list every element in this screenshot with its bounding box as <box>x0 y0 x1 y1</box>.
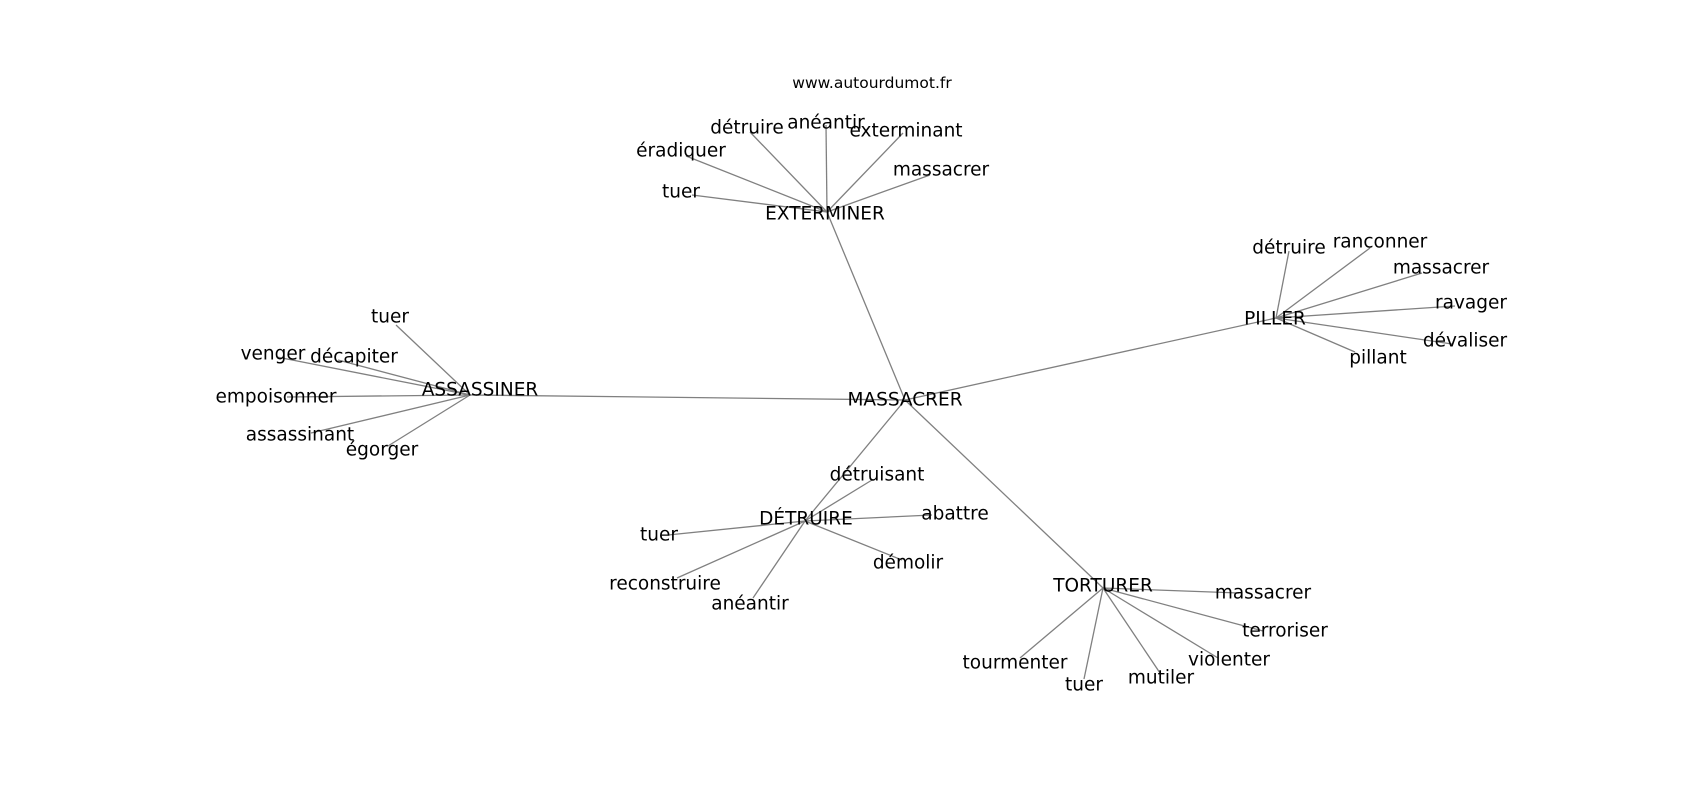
leaf-word[interactable]: détruisant <box>830 465 925 486</box>
hub-word[interactable]: EXTERMINER <box>765 204 885 225</box>
leaf-edge <box>1102 587 1240 594</box>
leaf-edge <box>1275 250 1290 319</box>
leaf-edge <box>667 520 806 536</box>
leaf-edge <box>1102 587 1219 659</box>
leaf-word[interactable]: assassinant <box>246 425 354 446</box>
leaf-word[interactable]: empoisonner <box>216 387 337 408</box>
hub-word[interactable]: TORTURER <box>1052 576 1153 597</box>
center-edge <box>826 211 906 401</box>
leaf-word[interactable]: tourmenter <box>963 653 1068 674</box>
leaf-word[interactable]: ravager <box>1435 293 1507 314</box>
leaf-edge <box>749 131 828 213</box>
leaf-edge <box>276 356 471 396</box>
leaf-edge <box>826 132 904 213</box>
leaf-word[interactable]: pillant <box>1349 348 1406 369</box>
graph-labels: www.autourdumot.fr MASSACRER EXTERMINER d… <box>216 74 1508 696</box>
leaf-edge <box>286 394 471 398</box>
hub-word[interactable]: ASSASSINER <box>422 380 539 401</box>
leaf-edge <box>1019 587 1104 659</box>
leaf-edge <box>1275 272 1423 319</box>
leaf-edge <box>395 324 471 396</box>
center-edge <box>904 317 1277 401</box>
leaf-word[interactable]: violenter <box>1188 650 1270 671</box>
leaf-edge <box>1275 305 1456 319</box>
leaf-word[interactable]: ranconner <box>1333 232 1428 253</box>
leaf-word[interactable]: massacrer <box>893 160 990 181</box>
leaf-word[interactable]: détruire <box>710 118 783 139</box>
leaf-word[interactable]: dévaliser <box>1423 331 1508 352</box>
leaf-edge <box>685 155 828 213</box>
leaf-word[interactable]: tuer <box>1065 675 1103 696</box>
leaf-edge <box>1275 317 1453 345</box>
leaf-edge <box>387 394 471 447</box>
leaf-edge <box>826 174 931 213</box>
leaf-word[interactable]: massacrer <box>1215 583 1312 604</box>
site-credit: www.autourdumot.fr <box>792 74 952 92</box>
leaf-word[interactable]: détruire <box>1252 238 1325 259</box>
leaf-word[interactable]: tuer <box>640 525 678 546</box>
leaf-word[interactable]: terroriser <box>1242 621 1328 642</box>
leaf-edge <box>752 520 806 599</box>
leaf-word[interactable]: anéantir <box>787 113 865 134</box>
leaf-word[interactable]: tuer <box>371 307 409 328</box>
leaf-edge <box>676 520 806 579</box>
center-edge <box>904 399 1104 589</box>
leaf-edge <box>804 479 873 522</box>
leaf-edge <box>1275 247 1371 319</box>
leaf-word[interactable]: exterminant <box>849 121 962 142</box>
leaf-word[interactable]: anéantir <box>711 594 789 615</box>
leaf-word[interactable]: venger <box>241 344 306 365</box>
leaf-edge <box>1102 587 1161 674</box>
leaf-edge <box>804 514 933 522</box>
leaf-word[interactable]: égorger <box>346 440 419 461</box>
leaf-edge <box>691 194 828 213</box>
leaf-edge <box>1083 587 1104 680</box>
leaf-edge <box>1275 317 1356 353</box>
leaf-edge <box>337 359 471 396</box>
leaf-edge <box>310 394 471 434</box>
hub-word[interactable]: DÉTRUIRE <box>759 508 853 530</box>
leaf-word[interactable]: reconstruire <box>609 574 721 595</box>
leaf-edge <box>825 124 828 213</box>
leaf-word[interactable]: massacrer <box>1393 258 1490 279</box>
leaf-word[interactable]: décapiter <box>310 347 398 368</box>
leaf-word[interactable]: mutiler <box>1128 668 1195 689</box>
center-edge <box>469 394 906 401</box>
hub-word[interactable]: PILLER <box>1244 309 1306 330</box>
center-word[interactable]: MASSACRER <box>847 390 962 411</box>
leaf-word[interactable]: tuer <box>662 182 700 203</box>
center-edge <box>804 399 906 522</box>
leaf-edge <box>804 520 903 561</box>
leaf-word[interactable]: éradiquer <box>636 141 726 162</box>
graph-edges <box>276 124 1456 680</box>
leaf-word[interactable]: abattre <box>921 504 989 525</box>
leaf-edge <box>1102 587 1264 632</box>
leaf-word[interactable]: démolir <box>873 553 944 574</box>
